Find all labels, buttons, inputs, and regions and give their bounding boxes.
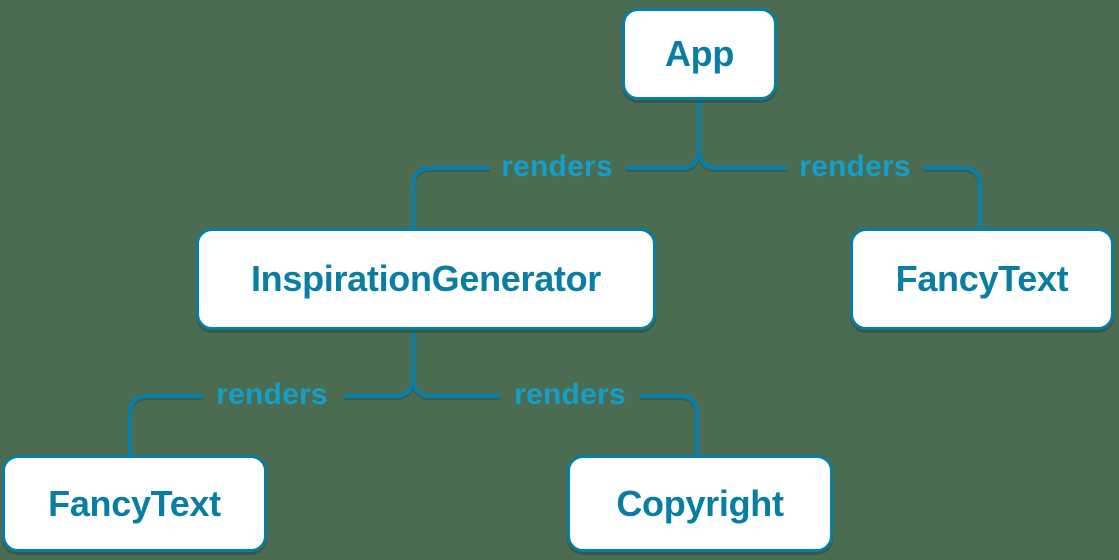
node-fancy-text-bottom: FancyText: [2, 455, 267, 552]
edge-label-renders: renders: [501, 150, 613, 183]
node-fancy-text-top: FancyText: [850, 228, 1114, 330]
node-label: FancyText: [895, 258, 1069, 299]
node-label: Copyright: [616, 482, 784, 524]
node-inspiration-generator: InspirationGenerator: [196, 228, 656, 330]
edge-inspiration-generator-to-copyright: [410, 374, 700, 458]
node-copyright: Copyright: [567, 455, 833, 552]
node-label: FancyText: [48, 482, 221, 524]
node-label: App: [664, 33, 735, 74]
edge-app-to-fancy-text: [696, 146, 983, 231]
edge-label-renders: renders: [514, 378, 626, 411]
node-app: App: [622, 8, 777, 100]
node-label: InspirationGenerator: [250, 258, 602, 299]
edge-label-renders: renders: [799, 150, 911, 183]
edge-label-renders: renders: [216, 378, 328, 411]
